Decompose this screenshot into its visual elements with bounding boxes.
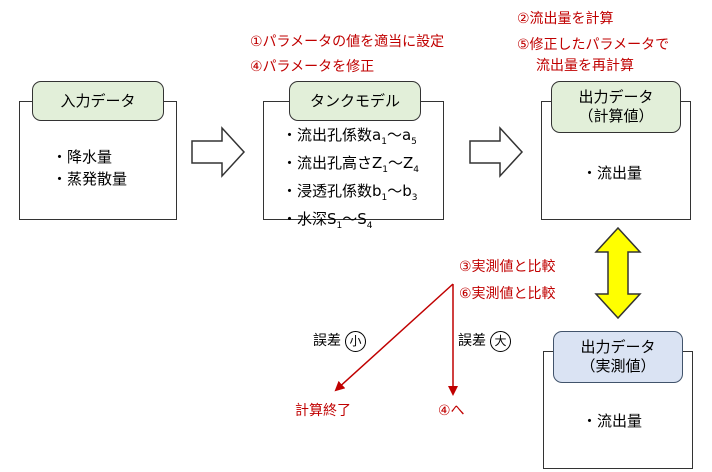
right-block-arrow-1 — [191, 126, 246, 178]
error-large-label: 誤差大 — [458, 330, 511, 352]
tank-model-title: タンクモデル — [289, 81, 421, 121]
output-obs-list: ・流出量 — [582, 410, 642, 432]
step-6-text: ⑥実測値と比較 — [459, 286, 556, 302]
list-item: ・水深S1～S4 — [282, 210, 373, 231]
output-calc-list: ・流出量 — [582, 162, 642, 184]
list-item: ・降水量 — [52, 148, 113, 166]
list-item: ・流出孔係数a1～a5 — [282, 126, 417, 147]
output-obs-title: 出力データ （実測値） — [553, 331, 683, 383]
input-data-title: 入力データ — [32, 81, 164, 121]
list-item: ・流出量 — [582, 412, 643, 430]
output-calc-title: 出力データ （計算値） — [551, 81, 681, 133]
list-item: ・流出孔高さZ1～Z4 — [282, 154, 420, 175]
small-circle-mark: 小 — [345, 330, 366, 352]
right-block-arrow-2 — [469, 126, 524, 178]
compare-double-arrow — [594, 226, 642, 320]
error-small-label: 誤差小 — [313, 330, 366, 352]
input-data-list: ・降水量 ・蒸発散量 — [52, 146, 127, 190]
arrow-to-end — [334, 283, 454, 392]
step-3-text: ③実測値と比較 — [459, 259, 556, 275]
step-5-text-line1: ⑤修正したパラメータで — [517, 37, 670, 53]
list-item: ・蒸発散量 — [52, 170, 128, 188]
step-5-text-line2: 流出量を再計算 — [536, 58, 634, 74]
tank-model-list: ・流出孔係数a1～a5 ・流出孔高さZ1～Z4 ・浸透孔係数b1～b3 ・水深S… — [282, 125, 419, 237]
list-item: ・流出量 — [582, 164, 643, 182]
step-4-text: ④パラメータを修正 — [250, 59, 375, 75]
end-calc-text: 計算終了 — [295, 403, 351, 419]
goto-step-4-text: ④へ — [438, 403, 465, 419]
step-1-text: ①パラメータの値を適当に設定 — [250, 34, 445, 50]
large-circle-mark: 大 — [490, 330, 511, 352]
list-item: ・浸透孔係数b1～b3 — [282, 182, 418, 203]
step-2-text: ②流出量を計算 — [517, 11, 614, 27]
